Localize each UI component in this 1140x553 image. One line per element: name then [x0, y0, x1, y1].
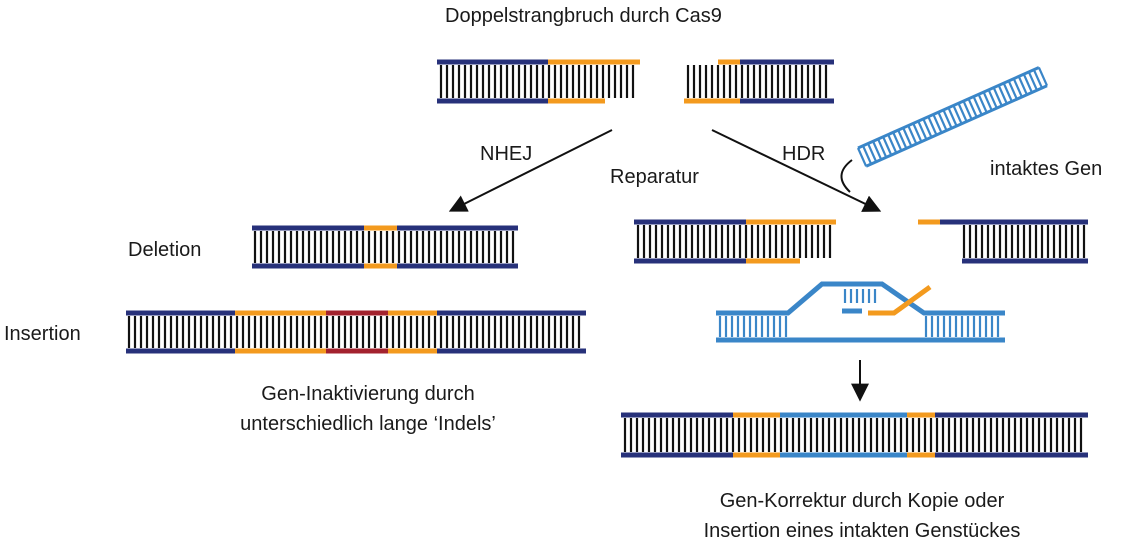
nhej-label: NHEJ — [480, 143, 532, 165]
nhej-caption-line1: Gen-Inaktivierung durch — [261, 383, 474, 405]
hdr-end-left — [634, 219, 836, 264]
reparatur-label: Reparatur — [610, 166, 699, 188]
hdr-strand-invasion — [716, 281, 1005, 343]
hdr-label: HDR — [782, 143, 825, 165]
template-attach-hook — [840, 159, 853, 193]
deletion-dna — [252, 225, 518, 269]
nhej-arrow — [448, 129, 613, 212]
nhej-caption-line2: unterschiedlich lange ‘Indels’ — [240, 413, 496, 435]
hdr-caption-line2: Insertion eines intakten Genstückes — [704, 520, 1021, 542]
insertion-label: Insertion — [4, 323, 81, 345]
dna-strands — [126, 59, 1088, 458]
cut-dna-right — [684, 59, 834, 104]
diagram-title: Doppelstrangbruch durch Cas9 — [445, 5, 722, 27]
corrected-dna — [621, 412, 1088, 458]
hdr-end-right — [918, 219, 1088, 264]
hdr-arrow — [711, 129, 882, 212]
intact-gene-label: intaktes Gen — [990, 158, 1102, 180]
hdr-caption-line1: Gen-Korrektur durch Kopie oder — [720, 490, 1005, 512]
cut-dna-left — [437, 59, 640, 104]
intact-gene-template — [856, 66, 1049, 168]
insertion-dna — [126, 310, 586, 354]
deletion-label: Deletion — [128, 239, 201, 261]
